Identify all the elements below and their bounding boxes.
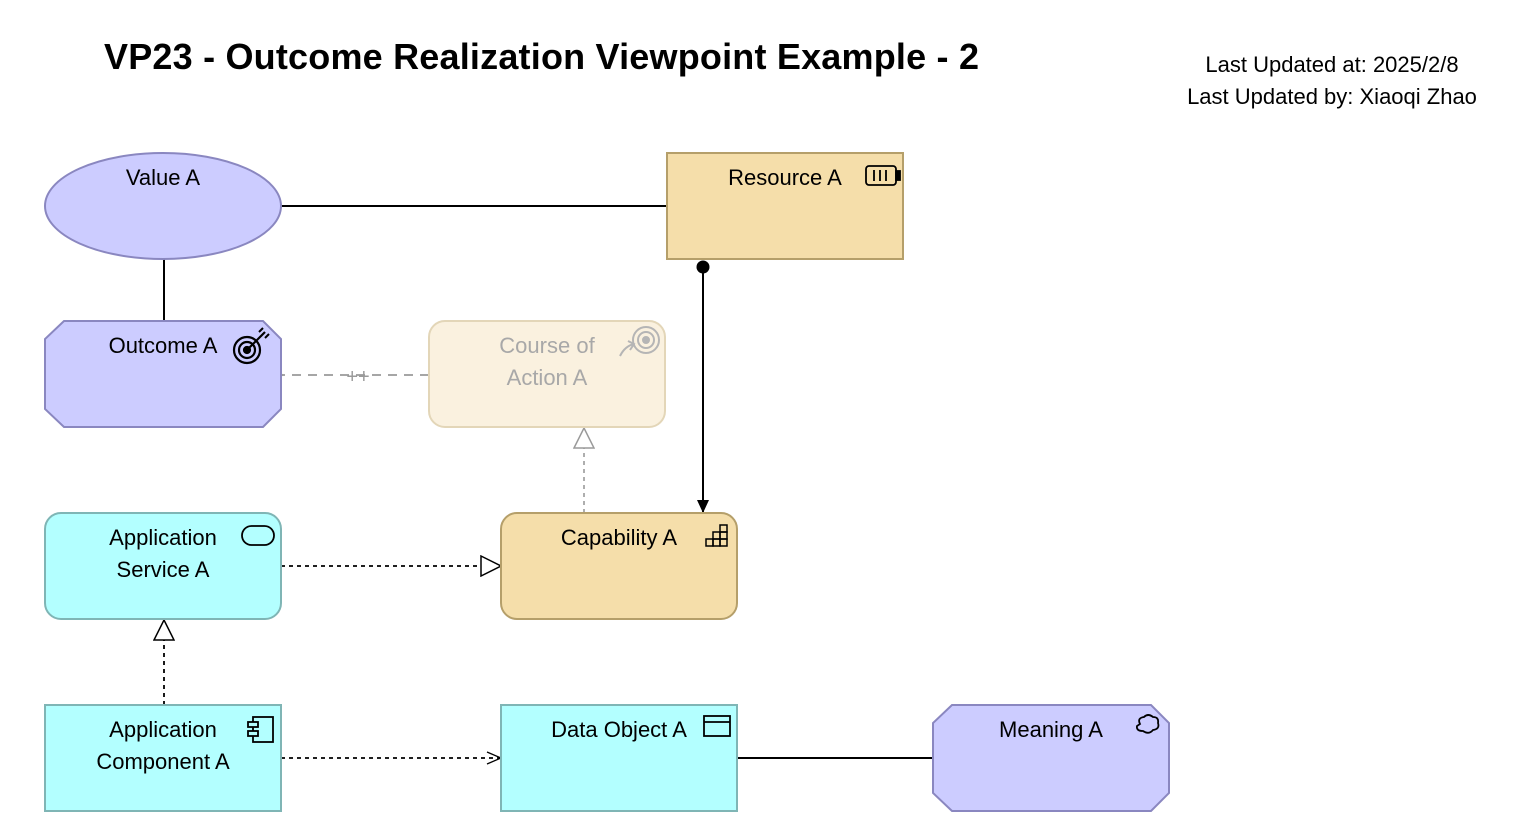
outcome-a-shape[interactable] bbox=[44, 320, 282, 428]
course-of-action-a-shape[interactable] bbox=[428, 320, 666, 428]
component-icon bbox=[247, 716, 274, 743]
application-service-a-shape[interactable] bbox=[44, 512, 282, 620]
capability-icon bbox=[705, 524, 728, 547]
application-component-a-shape[interactable] bbox=[44, 704, 282, 812]
value-a-shape[interactable] bbox=[44, 152, 282, 260]
course-of-action-icon bbox=[619, 326, 660, 357]
data-object-a-shape[interactable] bbox=[500, 704, 738, 812]
meaning-a-shape[interactable] bbox=[932, 704, 1170, 812]
data-object-icon bbox=[703, 715, 731, 737]
influence-label: ++ bbox=[346, 366, 369, 388]
last-updated-by: Last Updated by: Xiaoqi Zhao bbox=[1187, 84, 1477, 109]
last-updated-at: Last Updated at: 2025/2/8 bbox=[1205, 52, 1459, 77]
resource-a-shape[interactable] bbox=[666, 152, 904, 260]
resource-icon bbox=[865, 165, 901, 186]
diagram-title: VP23 - Outcome Realization Viewpoint Exa… bbox=[104, 36, 980, 77]
target-icon bbox=[232, 327, 270, 365]
meaning-icon bbox=[1135, 714, 1160, 734]
service-icon bbox=[241, 525, 275, 546]
capability-a-shape[interactable] bbox=[500, 512, 738, 620]
